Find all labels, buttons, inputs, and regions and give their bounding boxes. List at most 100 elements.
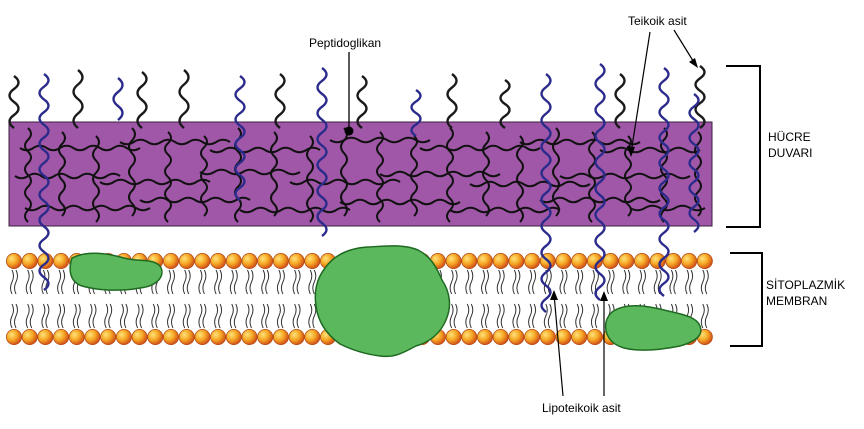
phospholipid-head <box>525 253 540 268</box>
lipid-tail-top-29 <box>466 270 473 294</box>
lipid-tail-bottom-18 <box>293 304 300 328</box>
phospholipid-head <box>211 253 226 268</box>
phospholipid-head <box>493 329 508 344</box>
lipid-tail-top-13 <box>215 270 222 294</box>
teichoic-acid-strand-8 <box>616 74 625 128</box>
phospholipid-head <box>572 253 587 268</box>
phospholipid-head <box>305 253 320 268</box>
phospholipid-head <box>697 253 712 268</box>
teichoic-acid-strand-2 <box>138 72 147 128</box>
phospholipid-head <box>509 329 524 344</box>
phospholipid-head <box>6 253 21 268</box>
phospholipid-head <box>116 329 131 344</box>
lipid-tail-top-17 <box>277 270 284 294</box>
membrane-protein-large-center <box>315 246 449 357</box>
lipid-tail-top-32 <box>513 270 520 294</box>
lipid-tail-bottom-11 <box>183 304 190 328</box>
lipid-tail-bottom-33 <box>529 304 536 328</box>
phospholipid-head <box>148 329 163 344</box>
phospholipid-head <box>462 329 477 344</box>
lipoteichoic-pointer-arrowhead-2 <box>600 291 608 301</box>
membrane-label-line1: SİTOPLAZMİK <box>766 278 845 292</box>
lipid-tail-bottom-1 <box>26 304 33 328</box>
membrane-bracket <box>730 253 762 346</box>
phospholipid-head <box>195 329 210 344</box>
lipid-tail-bottom-10 <box>168 304 175 328</box>
phospholipid-head <box>525 329 540 344</box>
lipid-tail-top-39 <box>623 270 630 294</box>
lipid-tail-top-40 <box>639 270 646 294</box>
phospholipid-head <box>258 253 273 268</box>
teichoic-acid-strand-5 <box>358 76 367 128</box>
lipid-tail-bottom-7 <box>120 304 127 328</box>
lipid-tail-top-44 <box>701 270 708 294</box>
phospholipid-head <box>650 253 665 268</box>
lipid-tail-bottom-32 <box>513 304 520 328</box>
phospholipid-head <box>195 253 210 268</box>
phospholipid-head <box>493 253 508 268</box>
phospholipid-head <box>179 253 194 268</box>
lipid-tail-top-19 <box>309 270 316 294</box>
lipid-tail-bottom-12 <box>199 304 206 328</box>
lipid-tail-bottom-16 <box>262 304 269 328</box>
phospholipid-head <box>242 253 257 268</box>
lipid-tail-bottom-3 <box>58 304 65 328</box>
phospholipid-head <box>540 329 555 344</box>
lipid-tail-top-42 <box>670 270 677 294</box>
phospholipid-head <box>289 253 304 268</box>
lipid-tail-bottom-37 <box>591 304 598 328</box>
lipid-tail-bottom-4 <box>73 304 80 328</box>
phospholipid-head <box>38 253 53 268</box>
lipid-tail-top-14 <box>230 270 237 294</box>
lipoteichoic-acid-strand-1 <box>114 78 123 120</box>
lipid-tail-top-11 <box>183 270 190 294</box>
cell-wall-label-line1: HÜCRE <box>768 130 811 144</box>
lipid-tail-bottom-31 <box>497 304 504 328</box>
lipoteichoic-acid-label: Lipoteikoik asit <box>542 401 621 415</box>
lipid-tail-top-3 <box>58 270 65 294</box>
teichoic-acid-strand-1 <box>74 70 83 128</box>
lipid-tail-bottom-9 <box>152 304 159 328</box>
lipid-tail-bottom-0 <box>11 304 18 328</box>
phospholipid-head <box>242 329 257 344</box>
lipid-tail-bottom-5 <box>89 304 96 328</box>
teichoic-acid-strand-6 <box>448 74 457 128</box>
phospholipid-head <box>634 253 649 268</box>
phospholipid-head <box>132 329 147 344</box>
lipid-tail-top-31 <box>497 270 504 294</box>
phospholipid-head <box>477 329 492 344</box>
lipid-tail-bottom-8 <box>136 304 143 328</box>
phospholipid-head <box>226 253 241 268</box>
phospholipid-head <box>477 253 492 268</box>
teichoic-pointer-arrowhead-2 <box>689 58 698 68</box>
teichoic-acid-strand-0 <box>10 76 19 128</box>
membrane-protein-small-right <box>606 306 701 350</box>
lipid-tail-top-16 <box>262 270 269 294</box>
lipid-tail-top-12 <box>199 270 206 294</box>
phospholipid-head <box>54 329 69 344</box>
lipid-tail-top-15 <box>246 270 253 294</box>
lipid-tail-bottom-35 <box>560 304 567 328</box>
membrane-label-line2: MEMBRAN <box>766 294 827 308</box>
lipid-tail-bottom-2 <box>42 304 49 328</box>
lipid-tail-bottom-15 <box>246 304 253 328</box>
lipid-tail-top-30 <box>482 270 489 294</box>
phospholipid-head <box>163 253 178 268</box>
lipid-tail-top-36 <box>576 270 583 294</box>
phospholipid-head <box>179 329 194 344</box>
lipoteichoic-pointer-line-1 <box>554 294 563 396</box>
lipid-tail-bottom-30 <box>482 304 489 328</box>
phospholipid-head <box>226 329 241 344</box>
lipid-tail-bottom-44 <box>701 304 708 328</box>
lipid-tail-bottom-34 <box>544 304 551 328</box>
lipid-tail-bottom-13 <box>215 304 222 328</box>
lipid-tail-top-35 <box>560 270 567 294</box>
lipid-tail-bottom-14 <box>230 304 237 328</box>
phospholipid-head <box>587 329 602 344</box>
phospholipid-head <box>305 329 320 344</box>
teichoic-acid-strand-3 <box>180 70 189 128</box>
phospholipid-head <box>289 329 304 344</box>
lipid-tail-bottom-6 <box>105 304 112 328</box>
peptidoglycan-pointer-dot <box>345 127 354 136</box>
